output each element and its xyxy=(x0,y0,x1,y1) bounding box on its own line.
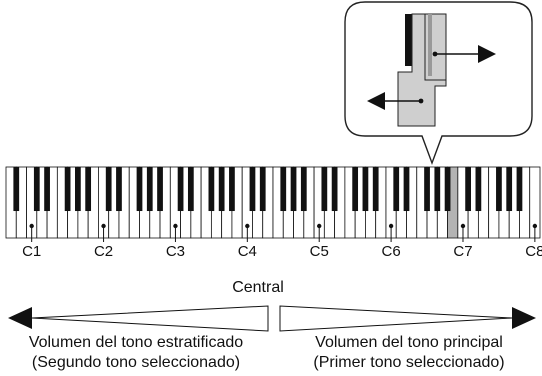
black-key xyxy=(136,167,143,212)
arrow-left-icon xyxy=(8,307,32,329)
black-key xyxy=(352,167,359,212)
black-key xyxy=(177,167,184,212)
black-key xyxy=(300,167,307,212)
note-label: C7 xyxy=(453,243,472,260)
right-volume-wedge-shape xyxy=(279,305,513,332)
layered-tone-volume-caption: Volumen del tono estratificado (Segundo … xyxy=(4,333,268,373)
black-key xyxy=(208,167,215,212)
arrow-left-icon xyxy=(367,92,385,110)
note-label: C1 xyxy=(22,243,41,260)
black-key xyxy=(475,167,482,212)
black-key xyxy=(290,167,297,212)
black-key xyxy=(75,167,81,212)
caption-line: Volumen del tono principal xyxy=(315,334,503,351)
black-key xyxy=(372,167,379,212)
black-key xyxy=(105,167,112,212)
black-key xyxy=(44,167,50,212)
black-key xyxy=(13,167,20,212)
black-key xyxy=(424,167,430,212)
note-label: C3 xyxy=(166,243,185,260)
black-key xyxy=(506,167,513,212)
caption-line: (Primer tono seleccionado) xyxy=(313,354,505,371)
callout-black-key-shade xyxy=(428,14,432,76)
black-key xyxy=(33,167,40,212)
black-key xyxy=(259,167,266,212)
black-key xyxy=(331,167,338,212)
keyboard xyxy=(5,166,541,239)
volume-wedge-right xyxy=(279,305,536,332)
black-key xyxy=(116,167,122,212)
note-label: C2 xyxy=(94,243,113,260)
callout-bubble xyxy=(344,1,533,166)
black-key xyxy=(444,167,451,212)
black-key xyxy=(280,167,287,212)
black-key xyxy=(187,167,194,212)
black-key xyxy=(403,167,410,212)
black-key xyxy=(321,167,328,212)
caption-line: (Segundo tono seleccionado) xyxy=(31,354,241,371)
caption-line: Volumen del tono estratificado xyxy=(28,334,244,351)
main-tone-volume-caption: Volumen del tono principal (Primer tono … xyxy=(280,333,538,373)
note-label: C6 xyxy=(382,243,401,260)
note-label: C4 xyxy=(238,243,257,260)
black-key xyxy=(64,167,71,212)
note-labels: C1 C2 C3 C4 C5 C6 C7 C8 xyxy=(22,243,542,260)
callout-arrow-left-dot xyxy=(418,98,424,104)
black-key xyxy=(229,167,235,212)
black-key xyxy=(496,167,502,212)
black-key xyxy=(146,167,153,212)
left-volume-wedge-shape xyxy=(31,305,269,332)
black-key xyxy=(157,167,163,212)
black-key xyxy=(362,167,369,212)
black-key xyxy=(249,167,256,212)
black-key xyxy=(516,167,523,212)
black-key xyxy=(85,167,92,212)
black-key xyxy=(465,167,471,212)
black-key xyxy=(393,167,400,212)
volume-wedge-left xyxy=(8,305,269,332)
callout-arrow-right-dot xyxy=(432,51,438,57)
note-label: C8 xyxy=(525,243,542,260)
arrow-right-icon xyxy=(478,45,496,63)
note-label: C5 xyxy=(310,243,329,260)
note-markers xyxy=(29,223,538,242)
arrow-right-icon xyxy=(512,307,536,329)
split-point-label: Central xyxy=(232,279,284,296)
black-key xyxy=(218,167,225,212)
black-key xyxy=(434,167,441,212)
